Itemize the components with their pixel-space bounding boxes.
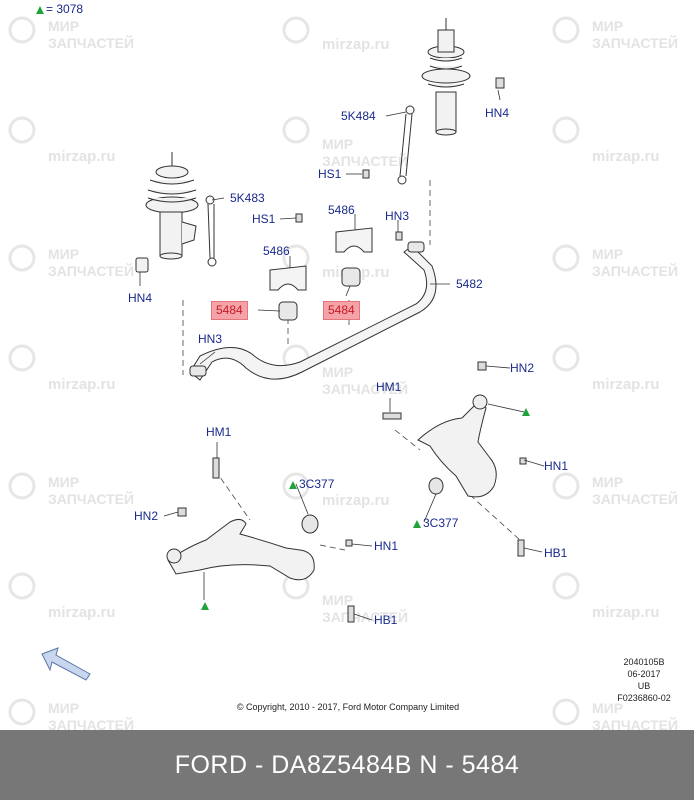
callout-hm1-left[interactable]: HM1: [206, 425, 232, 439]
diagram-meta: 2040105B 06-2017 UB F0236860-02: [604, 656, 684, 704]
callout-5k484[interactable]: 5K484: [341, 109, 376, 123]
callout-hn3-left[interactable]: HN3: [198, 332, 223, 346]
callout-hn2-left[interactable]: HN2: [134, 509, 159, 523]
watermark-site: mirzap.ru: [592, 148, 660, 165]
copyright-notice: © Copyright, 2010 - 2017, Ford Motor Com…: [236, 702, 460, 712]
callout-3c377-left[interactable]: 3C377: [289, 477, 334, 491]
diagram-date: 06-2017: [627, 669, 661, 679]
callout-hs1-left[interactable]: HS1: [252, 212, 276, 226]
callout-3c377-right[interactable]: 3C377: [413, 516, 458, 530]
green-triangle-icon: [289, 480, 297, 489]
callout-hn3-right[interactable]: HN3: [385, 209, 410, 223]
leader-lines: [139, 89, 545, 621]
watermark-site: mirzap.ru: [48, 604, 116, 621]
watermark-gear-icons: [8, 16, 580, 726]
green-triangle-icon: [36, 5, 44, 14]
callout-5486-left[interactable]: 5486: [263, 244, 290, 258]
callout-5484-left-highlighted[interactable]: 5484: [211, 301, 248, 320]
diagram-code: 2040105B: [623, 657, 665, 667]
callout-5482[interactable]: 5482: [456, 277, 483, 291]
callout-hn2-right[interactable]: HN2: [510, 361, 535, 375]
stabilizer-links: [205, 105, 415, 267]
bushings: [189, 227, 425, 377]
right-ball-joint: [472, 394, 488, 410]
direction-arrow-icon: [41, 647, 91, 681]
callout-5486-right[interactable]: 5486: [328, 203, 355, 217]
callout-5k483[interactable]: 5K483: [230, 191, 265, 205]
alignment-lines: [182, 180, 521, 551]
watermark-site: mirzap.ru: [48, 376, 116, 393]
parts-drawing: [8, 16, 580, 726]
left-strut: [135, 152, 199, 273]
left-lower-control-arm: [167, 518, 315, 581]
part-number-caption: FORD - DA8Z5484B N - 5484: [174, 751, 520, 779]
legend: = 3078: [36, 2, 83, 16]
marker-triangles: [201, 408, 530, 610]
legend-text: = 3078: [46, 2, 84, 16]
right-strut: [421, 18, 471, 136]
right-lower-control-arm: [417, 399, 497, 498]
watermark-site: mirzap.ru: [48, 148, 116, 165]
green-triangle-icon: [413, 519, 421, 528]
watermark-site: mirzap.ru: [592, 604, 660, 621]
callout-hn4-right[interactable]: HN4: [485, 106, 510, 120]
callout-hb1-left[interactable]: HB1: [374, 613, 398, 627]
footer-bar: FORD - DA8Z5484B N - 5484: [0, 730, 694, 800]
watermark-site: mirzap.ru: [322, 492, 390, 509]
callout-hn1-right[interactable]: HN1: [544, 459, 569, 473]
callout-hn4-left[interactable]: HN4: [128, 291, 153, 305]
callout-hb1-right[interactable]: HB1: [544, 546, 568, 560]
diagram-region: UB: [637, 681, 651, 691]
callout-hm1-right[interactable]: HM1: [376, 380, 402, 394]
callout-hn1-left[interactable]: HN1: [374, 539, 399, 553]
watermark-site: mirzap.ru: [322, 36, 390, 53]
right-bushing: [428, 477, 444, 495]
watermark-site: mirzap.ru: [592, 376, 660, 393]
callout-hs1-top[interactable]: HS1: [318, 167, 342, 181]
diagram-figure-id: F0236860-02: [617, 693, 671, 703]
left-bushing: [301, 514, 319, 534]
left-ball-joint: [166, 548, 182, 564]
callout-5484-right-highlighted[interactable]: 5484: [323, 301, 360, 320]
